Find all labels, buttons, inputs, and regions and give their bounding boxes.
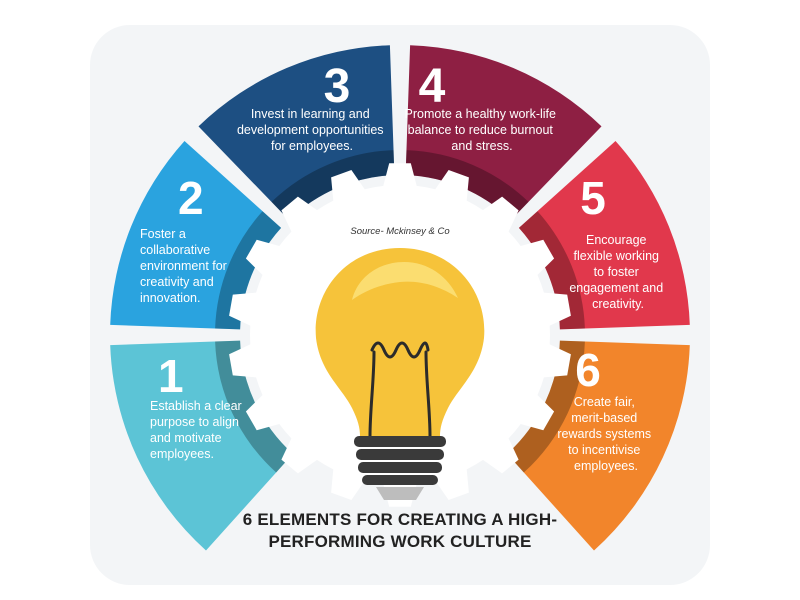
segment-4-line: and stress. (451, 139, 512, 153)
segment-5-inner-shade (518, 211, 585, 330)
segment-5-line: creativity. (592, 297, 644, 311)
bulb-base-ring (358, 462, 442, 473)
segment-2-inner-shade (215, 211, 282, 330)
bulb-base (354, 436, 446, 500)
segment-5-line: engagement and (569, 281, 663, 295)
segment-1-line: and motivate (150, 431, 222, 445)
segment-1-line: employees. (150, 447, 214, 461)
segment-2-line: collaborative (140, 243, 210, 257)
segment-1-line: Establish a clear (150, 399, 242, 413)
segment-3-line: development opportunities (237, 123, 384, 137)
segment-3-line: for employees. (271, 139, 353, 153)
segment-2-line: environment for (140, 259, 227, 273)
segment-6-line: rewards systems (557, 427, 651, 441)
filament-coil (370, 341, 430, 359)
segment-5-line: to foster (594, 265, 639, 279)
segment-5-number: 5 (580, 172, 606, 224)
segment-6-line: to incentivise (568, 443, 640, 457)
segment-5-shape (518, 141, 690, 330)
bulb-base-ring (354, 436, 446, 447)
segment-5-text: Encourage flexible working to foster eng… (569, 233, 666, 311)
segment-6-text: Create fair, merit-based rewards systems… (557, 395, 654, 473)
segment-4-text: Promote a healthy work-life balance to r… (405, 107, 560, 153)
segment-6-shape (507, 340, 690, 551)
segment-2-text: Foster a collaborative environment for c… (140, 227, 230, 305)
segment-6-line: merit-based (571, 411, 637, 425)
segment-1-text: Establish a clear purpose to align and m… (150, 399, 245, 461)
bulb-base-ring (356, 449, 444, 460)
filament-wire-left (368, 350, 376, 438)
segment-2-number: 2 (178, 172, 204, 224)
source-label: Source- Mckinsey & Co (350, 226, 449, 237)
segment-3-text: Invest in learning and development oppor… (237, 107, 387, 153)
segment-2-line: innovation. (140, 291, 200, 305)
segment-4-line: balance to reduce burnout (408, 123, 554, 137)
segment-2-line: creativity and (140, 275, 214, 289)
bulb-base-tip (376, 487, 424, 500)
segment-4-number: 4 (419, 60, 446, 113)
segment-2: 2 Foster a collaborative environment for… (110, 141, 282, 330)
segment-1-shape (110, 340, 293, 551)
segment-5-line: flexible working (574, 249, 660, 263)
segment-1-line: purpose to align (150, 415, 239, 429)
segment-6-line: employees. (574, 459, 638, 473)
segment-3-line: Invest in learning and (251, 107, 370, 121)
segment-6-line: Create fair, (574, 395, 635, 409)
segment-2-line: Foster a (140, 227, 186, 241)
segment-5-line: Encourage (586, 233, 647, 247)
segment-2-shape (110, 141, 282, 330)
segment-6-number: 6 (575, 344, 601, 396)
bulb-highlight (352, 262, 458, 300)
segment-1-number: 1 (158, 350, 184, 402)
segment-5: 5 Encourage flexible working to foster e… (518, 141, 690, 330)
bulb-base-ring (362, 475, 438, 485)
segment-4-line: Promote a healthy work-life (405, 107, 557, 121)
light-bulb-icon (315, 248, 485, 500)
segment-3-number: 3 (324, 60, 351, 113)
title-line-1: 6 ELEMENTS FOR CREATING A HIGH- (243, 510, 557, 529)
title-line-2: PERFORMING WORK CULTURE (268, 532, 531, 551)
filament-wire-right (424, 350, 432, 438)
bulb-filament (368, 341, 432, 438)
